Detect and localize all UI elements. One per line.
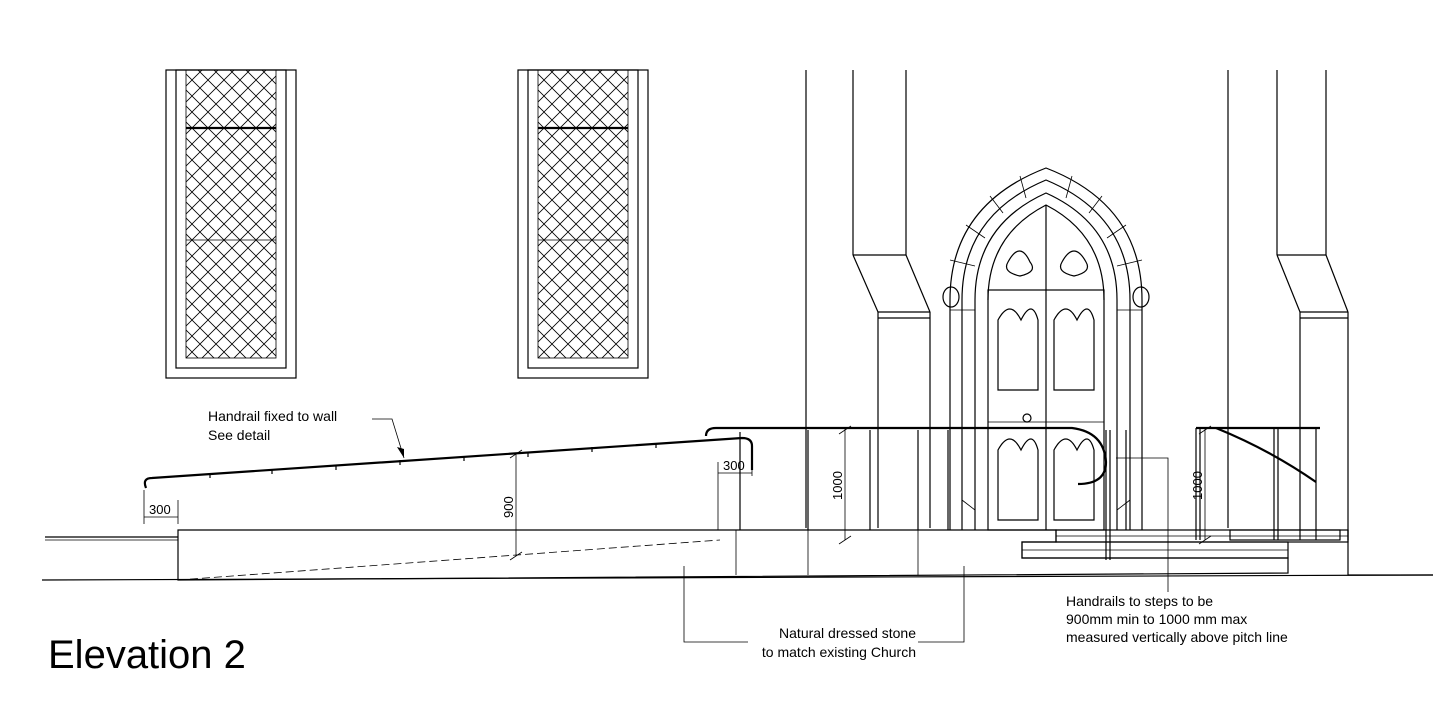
dimension-1000-steps: 1000 — [1190, 425, 1212, 545]
dimension-300-right: 300 — [717, 458, 753, 530]
ground — [41, 530, 1434, 581]
dimension-label: 300 — [149, 502, 171, 517]
dimension-300-left: 300 — [143, 490, 179, 524]
door-knocker-icon — [1022, 413, 1032, 423]
handrail-label-line2: See detail — [208, 427, 270, 443]
steps-label-line1: Handrails to steps to be — [1066, 593, 1213, 609]
entrance-steps — [1021, 529, 1349, 559]
dimension-label: 900 — [501, 496, 516, 518]
landing-balustrade — [704, 426, 1127, 560]
drawing-title: Elevation 2 — [48, 633, 246, 677]
ramp-handrail — [143, 436, 754, 489]
dimension-1000-landing: 1000 — [830, 425, 852, 545]
dimension-label: 300 — [723, 458, 745, 473]
dimension-label: 1000 — [1190, 471, 1205, 500]
buttress-right — [1227, 70, 1349, 540]
stone-ramp — [177, 529, 1289, 581]
gothic-doorway — [942, 167, 1150, 531]
lancet-window-left — [165, 69, 297, 379]
stone-label-line2: to match existing Church — [762, 644, 916, 660]
stone-label-line1: Natural dressed stone — [779, 625, 916, 641]
steps-label-line3: measured vertically above pitch line — [1066, 629, 1288, 645]
steps-handrail — [1195, 426, 1320, 540]
steps-label-line2: 900mm min to 1000 mm max — [1066, 611, 1247, 627]
dimension-900: 900 — [501, 449, 523, 561]
steps-callout: Handrails to steps to be 900mm min to 10… — [1066, 457, 1288, 645]
handrail-label-line1: Handrail fixed to wall — [208, 408, 337, 424]
handrail-callout: Handrail fixed to wall See detail — [208, 408, 405, 459]
stone-callout: Natural dressed stone to match existing … — [683, 566, 965, 660]
dimension-label: 1000 — [830, 471, 845, 500]
buttress-left — [805, 70, 931, 528]
lancet-window-right — [517, 69, 649, 379]
